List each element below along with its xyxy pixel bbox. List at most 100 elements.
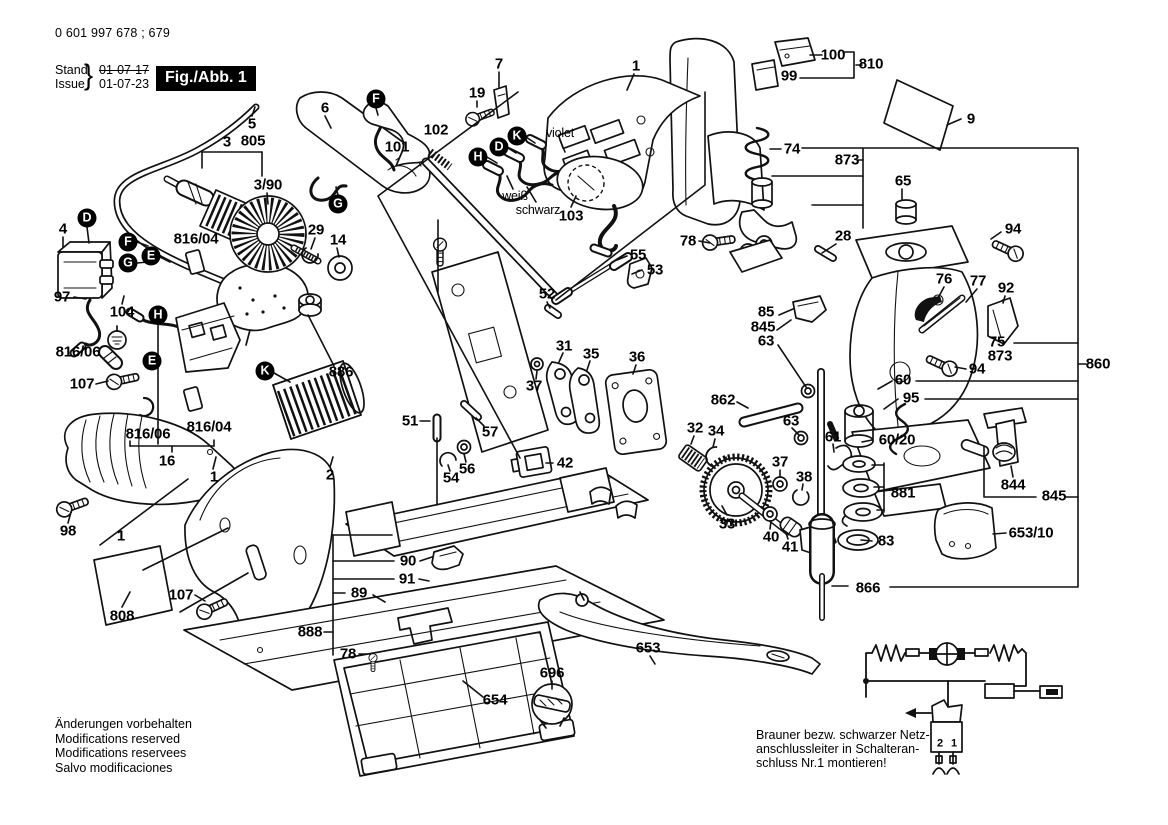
- connector-letter-badge: K: [507, 126, 527, 146]
- part-label: 34: [707, 422, 725, 440]
- part-label: 92: [997, 279, 1015, 297]
- rod-55-drawing: [544, 252, 653, 319]
- part-label: 36: [628, 348, 646, 366]
- leader-line: [736, 401, 749, 409]
- part-label: 3: [222, 133, 232, 151]
- part-label: 78: [679, 232, 697, 250]
- wiring-module-drawing: [482, 134, 644, 258]
- leader-line: [559, 139, 566, 153]
- leader-line: [136, 241, 149, 247]
- part-label: 808: [109, 607, 135, 625]
- part-label: 65: [894, 172, 912, 190]
- leader-line: [324, 115, 332, 129]
- note-line: schluss Nr.1 montieren!: [756, 756, 887, 770]
- base-plate-drawing: [333, 621, 576, 777]
- part-label: 37: [525, 377, 543, 395]
- leader-line: [769, 520, 772, 530]
- part-label: 107: [168, 586, 194, 604]
- part-label: 866: [855, 579, 881, 597]
- part-label: 886: [328, 363, 354, 381]
- leader-line: [832, 443, 835, 453]
- leader-line: [194, 594, 206, 602]
- part-label: 6: [320, 99, 330, 117]
- part-label: 57: [481, 423, 499, 441]
- leader-line: [965, 288, 978, 303]
- part-label: 33: [718, 515, 736, 533]
- leader-line: [546, 301, 551, 309]
- part-label: 816/04: [186, 418, 232, 436]
- leader-line: [462, 680, 484, 698]
- part-label: 32: [686, 419, 704, 437]
- guide-roller-drawing: [933, 407, 1027, 560]
- leader-line: [712, 438, 716, 448]
- leader-line: [142, 527, 229, 571]
- leader-line: [251, 106, 256, 117]
- leader-line: [310, 237, 316, 250]
- part-label: 1: [116, 527, 126, 545]
- connector-letter-badge: G: [328, 194, 348, 214]
- leader-lines: [62, 51, 1087, 698]
- part-label: 100: [820, 46, 846, 64]
- plunger-spring-drawing: [729, 126, 917, 273]
- leader-line: [586, 360, 591, 371]
- leader-line: [526, 186, 537, 203]
- part-label: 107: [69, 375, 95, 393]
- part-label: 873: [987, 347, 1013, 365]
- connector-letter-badge: H: [468, 147, 488, 167]
- leader-line: [990, 231, 1002, 240]
- leader-line: [335, 186, 339, 196]
- stand-label: Stand: [55, 63, 88, 77]
- knob-696-drawing: [531, 683, 573, 729]
- part-label: 102: [423, 121, 449, 139]
- leader-line: [983, 445, 1037, 498]
- connector-letter-badge: H: [148, 305, 168, 325]
- leader-line: [329, 456, 334, 468]
- part-label: 5: [247, 115, 257, 133]
- leader-line: [954, 366, 967, 370]
- connector-letter-badge: F: [366, 89, 386, 109]
- footer-line: Änderungen vorbehalten: [55, 717, 192, 731]
- leader-line: [626, 73, 635, 91]
- leader-line: [212, 456, 217, 470]
- note-line: Brauner bezw. schwarzer Netz-: [756, 728, 930, 742]
- part-label: 19: [468, 84, 486, 102]
- part-label: 75: [988, 333, 1006, 351]
- footer-line: Modifications reserved: [55, 731, 181, 746]
- part-label: 873: [834, 151, 860, 169]
- circuit-diagram: [863, 642, 1063, 775]
- connector-letter-badge: G: [118, 253, 138, 273]
- connector-letter-badge: E: [142, 351, 162, 371]
- part-label: 55: [629, 246, 647, 264]
- leader-line: [631, 269, 643, 275]
- leader-line: [1010, 465, 1014, 478]
- part-label: 60: [894, 371, 912, 389]
- leader-line: [883, 398, 899, 410]
- part-label: 60/20: [878, 431, 916, 449]
- part-label: 7: [494, 55, 504, 73]
- leader-line: [946, 118, 962, 126]
- part-label: 89: [350, 584, 368, 602]
- leader-line: [463, 453, 467, 463]
- leader-line: [570, 195, 577, 208]
- part-label: 104: [109, 303, 135, 321]
- part-label: 654: [482, 691, 508, 709]
- part-label: 54: [442, 469, 460, 487]
- leader-line: [475, 417, 485, 427]
- leader-line: [992, 532, 1007, 535]
- part-label: 63: [757, 332, 775, 350]
- part-label: 90: [399, 552, 417, 570]
- part-label: 94: [968, 360, 986, 378]
- leader-line: [525, 136, 536, 144]
- part-label: 1: [209, 468, 219, 486]
- leader-line: [821, 243, 837, 254]
- part-label: 53: [646, 261, 664, 279]
- leader-line: [860, 539, 873, 542]
- clip-7-drawing: [493, 85, 510, 119]
- part-label: 845: [750, 318, 776, 336]
- part-label: 35: [582, 345, 600, 363]
- part-label: 888: [297, 623, 323, 641]
- part-label: 2: [325, 466, 335, 484]
- stand-issue-labels: Stand Issue: [55, 63, 88, 91]
- leader-line: [67, 511, 72, 524]
- date-brace: }: [84, 59, 94, 91]
